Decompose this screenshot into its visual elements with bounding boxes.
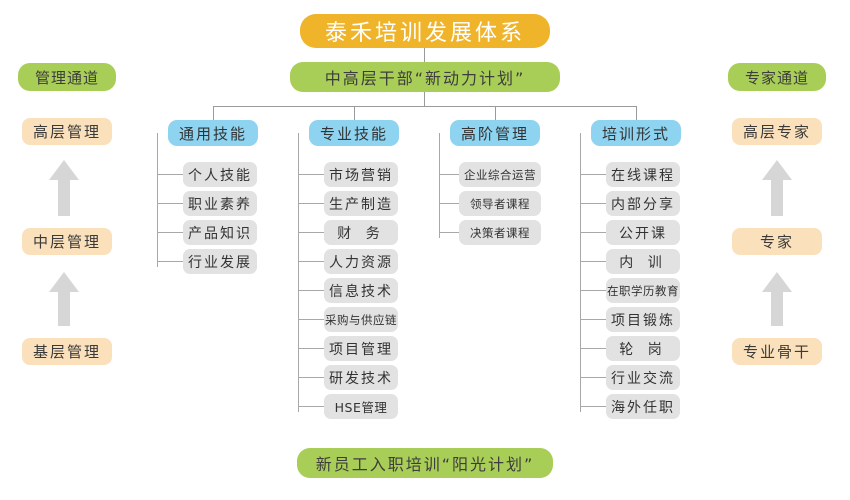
branch-item[interactable]: 海外任职	[606, 394, 680, 419]
branch-item[interactable]: 在线课程	[606, 162, 680, 187]
connector-stub-2-1	[298, 203, 324, 204]
left-track-level-top[interactable]: 高层管理	[22, 118, 112, 145]
connector-spine-branch-4	[580, 133, 581, 412]
connector-stub-2-3	[298, 261, 324, 262]
branch-item[interactable]: 职业素养	[183, 191, 257, 216]
connector-stub-1-2	[157, 232, 183, 233]
connector-stub-4-8	[580, 406, 606, 407]
branch-item[interactable]: 内部分享	[606, 191, 680, 216]
branch-item[interactable]: 财 务	[324, 220, 398, 245]
up-arrow-icon	[762, 272, 792, 326]
connector-stub-1-1	[157, 203, 183, 204]
connector-stub-2-8	[298, 406, 324, 407]
branch-item[interactable]: 领导者课程	[459, 191, 541, 216]
connector-stub-4-6	[580, 348, 606, 349]
right-track-level-middle[interactable]: 专家	[732, 228, 822, 255]
up-arrow-icon	[49, 272, 79, 326]
connector-stub-4-4	[580, 290, 606, 291]
branch-item[interactable]: 在职学历教育	[606, 278, 680, 303]
connector-title-to-subtitle	[424, 48, 425, 62]
connector-subtitle-drop	[424, 92, 425, 106]
branch-item[interactable]: 项目锻炼	[606, 307, 680, 332]
connector-stub-2-6	[298, 348, 324, 349]
connector-spine-branch-3	[439, 133, 440, 238]
connector-spine-branch-2	[298, 133, 299, 412]
connector-stub-2-5	[298, 319, 324, 320]
branch-item[interactable]: 信息技术	[324, 278, 398, 303]
connector-stub-4-7	[580, 377, 606, 378]
connector-stub-3-1	[439, 203, 459, 204]
connector-stub-4-3	[580, 261, 606, 262]
diagram-title: 泰禾培训发展体系	[300, 14, 550, 48]
connector-drop-branch-2	[354, 106, 355, 120]
branch-item[interactable]: 产品知识	[183, 220, 257, 245]
branch-item[interactable]: 企业综合运营	[459, 162, 541, 187]
right-track-level-base[interactable]: 专业骨干	[732, 338, 822, 365]
branch-header-training-formats[interactable]: 培训形式	[591, 120, 681, 146]
connector-stub-4-1	[580, 203, 606, 204]
branch-item[interactable]: 决策者课程	[459, 220, 541, 245]
connector-stub-3-2	[439, 232, 459, 233]
up-arrow-icon	[762, 160, 792, 216]
connector-drop-branch-1	[213, 106, 214, 120]
branch-item[interactable]: 生产制造	[324, 191, 398, 216]
left-track-header[interactable]: 管理通道	[18, 63, 116, 91]
connector-stub-1-0	[157, 174, 183, 175]
branch-header-advanced-management[interactable]: 高阶管理	[450, 120, 540, 146]
connector-stub-2-7	[298, 377, 324, 378]
right-track-level-top[interactable]: 高层专家	[732, 118, 822, 145]
connector-stub-1-3	[157, 261, 183, 262]
connector-spine-branch-1	[157, 133, 158, 267]
branch-item[interactable]: 行业交流	[606, 365, 680, 390]
branch-item[interactable]: 采购与供应链	[324, 307, 398, 332]
connector-stub-2-4	[298, 290, 324, 291]
left-track-level-base[interactable]: 基层管理	[22, 338, 112, 365]
diagram-footer-banner: 新员工入职培训“阳光计划”	[297, 448, 553, 478]
diagram-subtitle: 中高层干部“新动力计划”	[290, 62, 560, 92]
connector-drop-branch-4	[636, 106, 637, 120]
branch-item[interactable]: 个人技能	[183, 162, 257, 187]
branch-item[interactable]: 内 训	[606, 249, 680, 274]
branch-item[interactable]: HSE管理	[324, 394, 398, 419]
connector-stub-2-0	[298, 174, 324, 175]
branch-item[interactable]: 市场营销	[324, 162, 398, 187]
connector-stub-4-5	[580, 319, 606, 320]
branch-header-general-skills[interactable]: 通用技能	[168, 120, 258, 146]
left-track-level-middle[interactable]: 中层管理	[22, 228, 112, 255]
branch-item[interactable]: 项目管理	[324, 336, 398, 361]
connector-stub-3-0	[439, 174, 459, 175]
connector-branch-bus	[213, 106, 636, 107]
connector-drop-branch-3	[495, 106, 496, 120]
up-arrow-icon	[49, 160, 79, 216]
connector-stub-2-2	[298, 232, 324, 233]
branch-item[interactable]: 公开课	[606, 220, 680, 245]
branch-header-professional-skills[interactable]: 专业技能	[309, 120, 399, 146]
branch-item[interactable]: 轮 岗	[606, 336, 680, 361]
connector-stub-4-0	[580, 174, 606, 175]
branch-item[interactable]: 人力资源	[324, 249, 398, 274]
branch-item[interactable]: 行业发展	[183, 249, 257, 274]
connector-stub-4-2	[580, 232, 606, 233]
right-track-header[interactable]: 专家通道	[728, 63, 826, 91]
branch-item[interactable]: 研发技术	[324, 365, 398, 390]
